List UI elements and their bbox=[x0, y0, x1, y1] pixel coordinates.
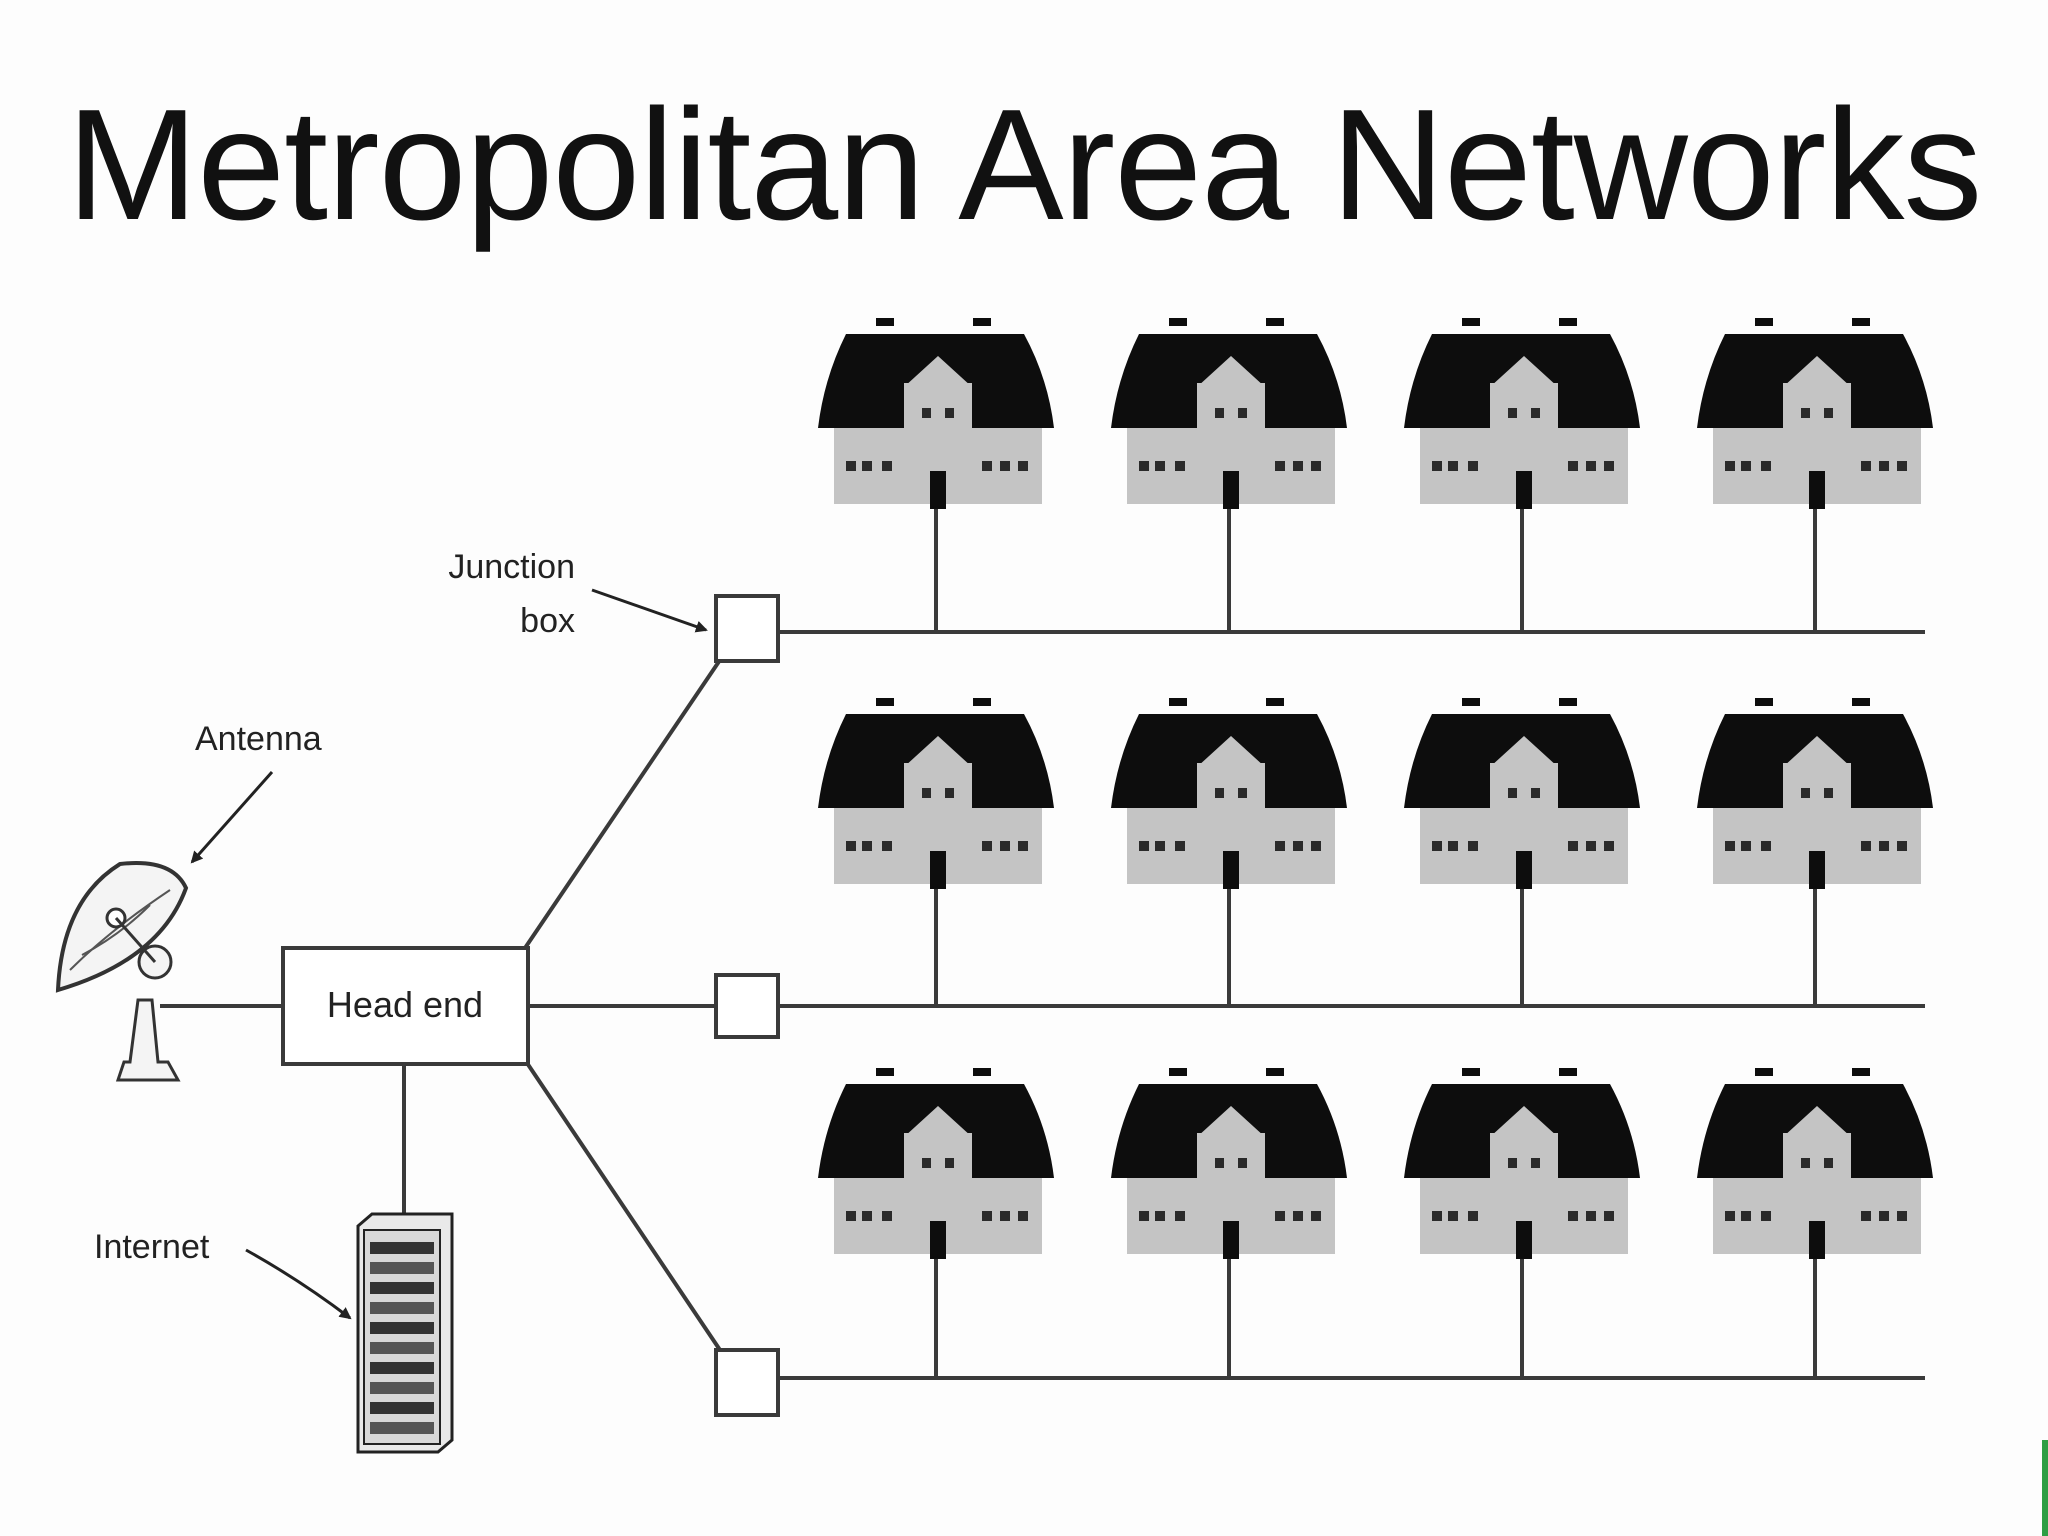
feeder-line-top bbox=[523, 658, 722, 950]
house-icon bbox=[1404, 698, 1640, 889]
junction-box-label-line2: box bbox=[520, 602, 575, 640]
server-rack-icon bbox=[356, 1212, 454, 1454]
slide-accent-edge bbox=[2042, 1440, 2048, 1536]
antenna-label: Antenna bbox=[195, 720, 322, 758]
antenna-arrow bbox=[190, 771, 274, 864]
house-icon bbox=[818, 1068, 1054, 1259]
house-icon bbox=[1111, 1068, 1347, 1259]
internet-label: Internet bbox=[94, 1228, 210, 1266]
junction-box bbox=[714, 594, 780, 663]
satellite-dish-icon bbox=[55, 861, 189, 1082]
feeder-line-bottom bbox=[523, 1058, 722, 1352]
house-icon bbox=[1111, 318, 1347, 509]
head-end-box bbox=[281, 946, 530, 1066]
house-icon bbox=[1697, 698, 1933, 889]
house-icon bbox=[1404, 1068, 1640, 1259]
junction-box-arrow bbox=[591, 588, 708, 633]
internet-arrow bbox=[245, 1248, 352, 1320]
house-icon bbox=[1404, 318, 1640, 509]
house-icon bbox=[1111, 698, 1347, 889]
house-icon bbox=[818, 318, 1054, 509]
slide-title: Metropolitan Area Networks bbox=[66, 77, 1983, 253]
head-end-label: Head end bbox=[327, 984, 483, 1025]
house-icon bbox=[818, 698, 1054, 889]
house-icon bbox=[1697, 318, 1933, 509]
houses-group bbox=[818, 318, 1933, 1378]
junction-box bbox=[714, 973, 780, 1039]
junction-box-label-line1: Junction bbox=[448, 548, 575, 586]
house-icon bbox=[1697, 1068, 1933, 1259]
junction-box bbox=[714, 1348, 780, 1417]
